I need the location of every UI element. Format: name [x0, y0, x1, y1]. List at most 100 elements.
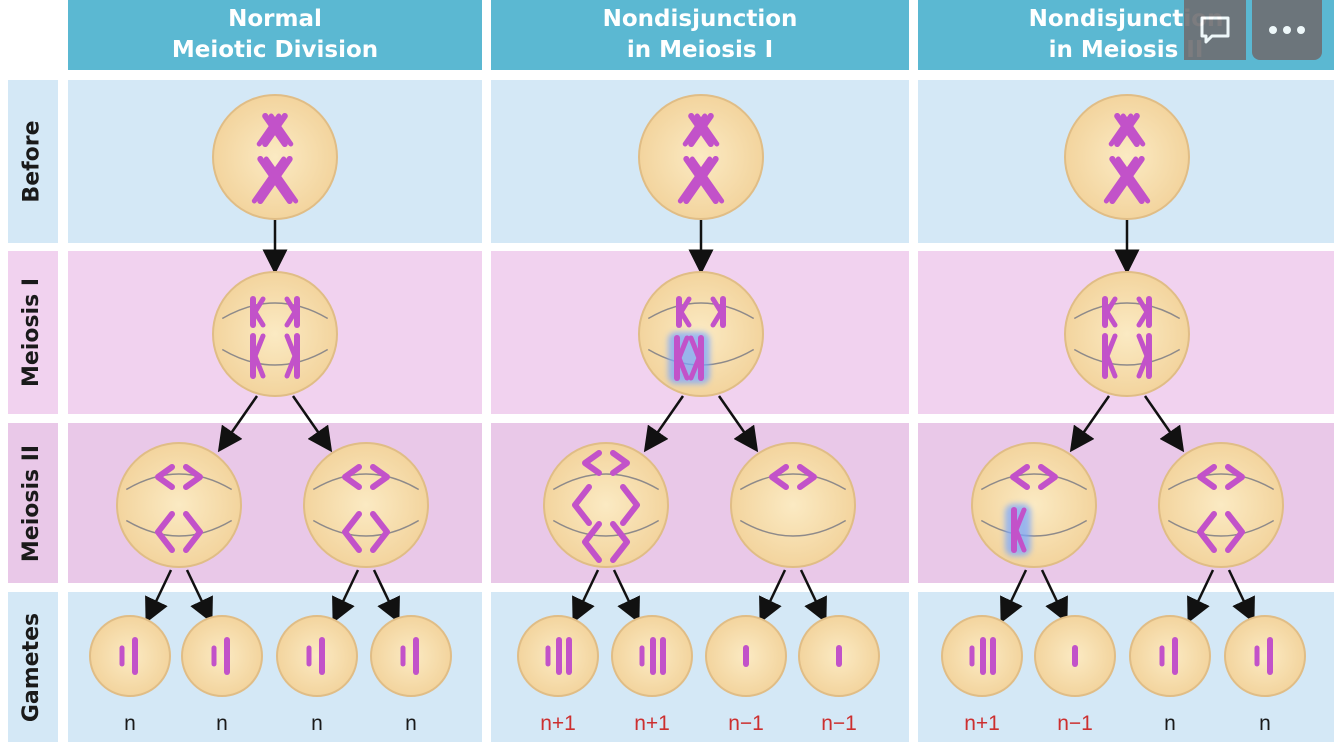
chromosome	[1104, 309, 1118, 328]
spindle-fiber	[980, 473, 1088, 491]
chromatid	[342, 511, 362, 553]
chromatid	[1010, 464, 1030, 490]
cell	[730, 442, 856, 568]
arrow	[1040, 569, 1068, 624]
arrow	[759, 569, 787, 624]
chromatid	[183, 511, 203, 553]
chromatid	[155, 511, 175, 553]
spindle-fiber	[221, 348, 329, 366]
chromatid	[610, 521, 630, 563]
chromatid	[342, 464, 362, 490]
chromosome	[284, 333, 298, 359]
cell	[212, 94, 338, 220]
chromosome	[257, 156, 293, 204]
arrow	[1187, 569, 1215, 624]
spindle-fiber	[312, 519, 420, 537]
chromosome	[676, 335, 690, 361]
chromatid	[582, 521, 602, 563]
cell	[1064, 94, 1190, 220]
chromosome	[1136, 353, 1150, 379]
spindle-fiber	[1073, 348, 1181, 366]
gamete-label: n	[1259, 712, 1271, 735]
chromosome	[252, 309, 266, 328]
cell	[1158, 442, 1284, 568]
spindle-fiber	[980, 519, 1088, 537]
chromatid	[769, 464, 789, 490]
spindle-fiber	[552, 519, 660, 537]
arrow	[1143, 395, 1185, 453]
arrow	[145, 569, 173, 624]
cell	[638, 94, 764, 220]
chromosome	[252, 333, 266, 359]
spindle-fiber	[552, 473, 660, 491]
arrow	[1000, 569, 1028, 624]
arrow	[1227, 569, 1255, 624]
comment-button[interactable]	[1184, 0, 1246, 60]
cell	[1224, 615, 1306, 697]
gamete-label: n	[124, 712, 136, 735]
chromosome	[284, 309, 298, 328]
arrow	[799, 569, 827, 624]
gamete-label: n−1	[821, 712, 857, 735]
column-title-line2: Meiotic Division	[171, 37, 379, 63]
chromosome	[688, 335, 702, 361]
arrow	[612, 569, 640, 624]
spindle-fiber	[1167, 473, 1275, 491]
chromatid	[1197, 464, 1217, 490]
chromosome	[1104, 333, 1118, 359]
spindle-fiber	[1073, 302, 1181, 320]
arrow	[217, 395, 259, 453]
spindle-fiber	[739, 519, 847, 537]
chromosome	[683, 156, 719, 204]
chromosome	[676, 355, 690, 381]
spindle-fiber	[739, 473, 847, 491]
cell	[212, 271, 338, 397]
chromatid	[370, 464, 390, 490]
arrow	[185, 569, 213, 624]
arrow	[372, 569, 400, 624]
arrow	[291, 395, 333, 453]
chromosome	[1108, 113, 1134, 147]
chromosome	[1013, 527, 1027, 553]
chromosome	[1109, 156, 1145, 204]
chromosome	[688, 355, 702, 381]
cell	[543, 442, 669, 568]
chromosome	[1136, 309, 1150, 328]
chromosome	[256, 113, 282, 147]
more-icon	[1269, 26, 1305, 34]
chromatid	[610, 450, 630, 476]
band-gametes-label	[8, 592, 58, 742]
chromosome	[689, 156, 725, 204]
arrow	[572, 569, 600, 624]
chromosome	[678, 296, 692, 315]
chromosome	[1136, 333, 1150, 359]
gamete-label: n	[216, 712, 228, 735]
band-meiosis2-label	[8, 423, 58, 583]
band-before-label	[8, 80, 58, 243]
chromosome	[710, 309, 724, 328]
spindle-fiber	[125, 473, 233, 491]
chromosome	[1115, 156, 1151, 204]
cell	[1129, 615, 1211, 697]
spindle-fiber	[312, 473, 420, 491]
chromosome	[284, 296, 298, 315]
gamete-label: n+1	[634, 712, 670, 735]
chromosome	[1104, 353, 1118, 379]
spindle-fiber	[125, 519, 233, 537]
chromatid	[155, 464, 175, 490]
chromatid	[1225, 464, 1245, 490]
more-options-button[interactable]	[1252, 0, 1322, 60]
cell	[116, 442, 242, 568]
chromosome	[677, 156, 713, 204]
arrow	[332, 569, 360, 624]
chromatid	[797, 464, 817, 490]
arrow	[643, 395, 685, 453]
chromosome	[262, 113, 288, 147]
arrow	[1069, 395, 1111, 453]
spindle-fiber	[1167, 519, 1275, 537]
gamete-label: n+1	[540, 712, 576, 735]
cell	[370, 615, 452, 697]
chromosome	[251, 156, 287, 204]
